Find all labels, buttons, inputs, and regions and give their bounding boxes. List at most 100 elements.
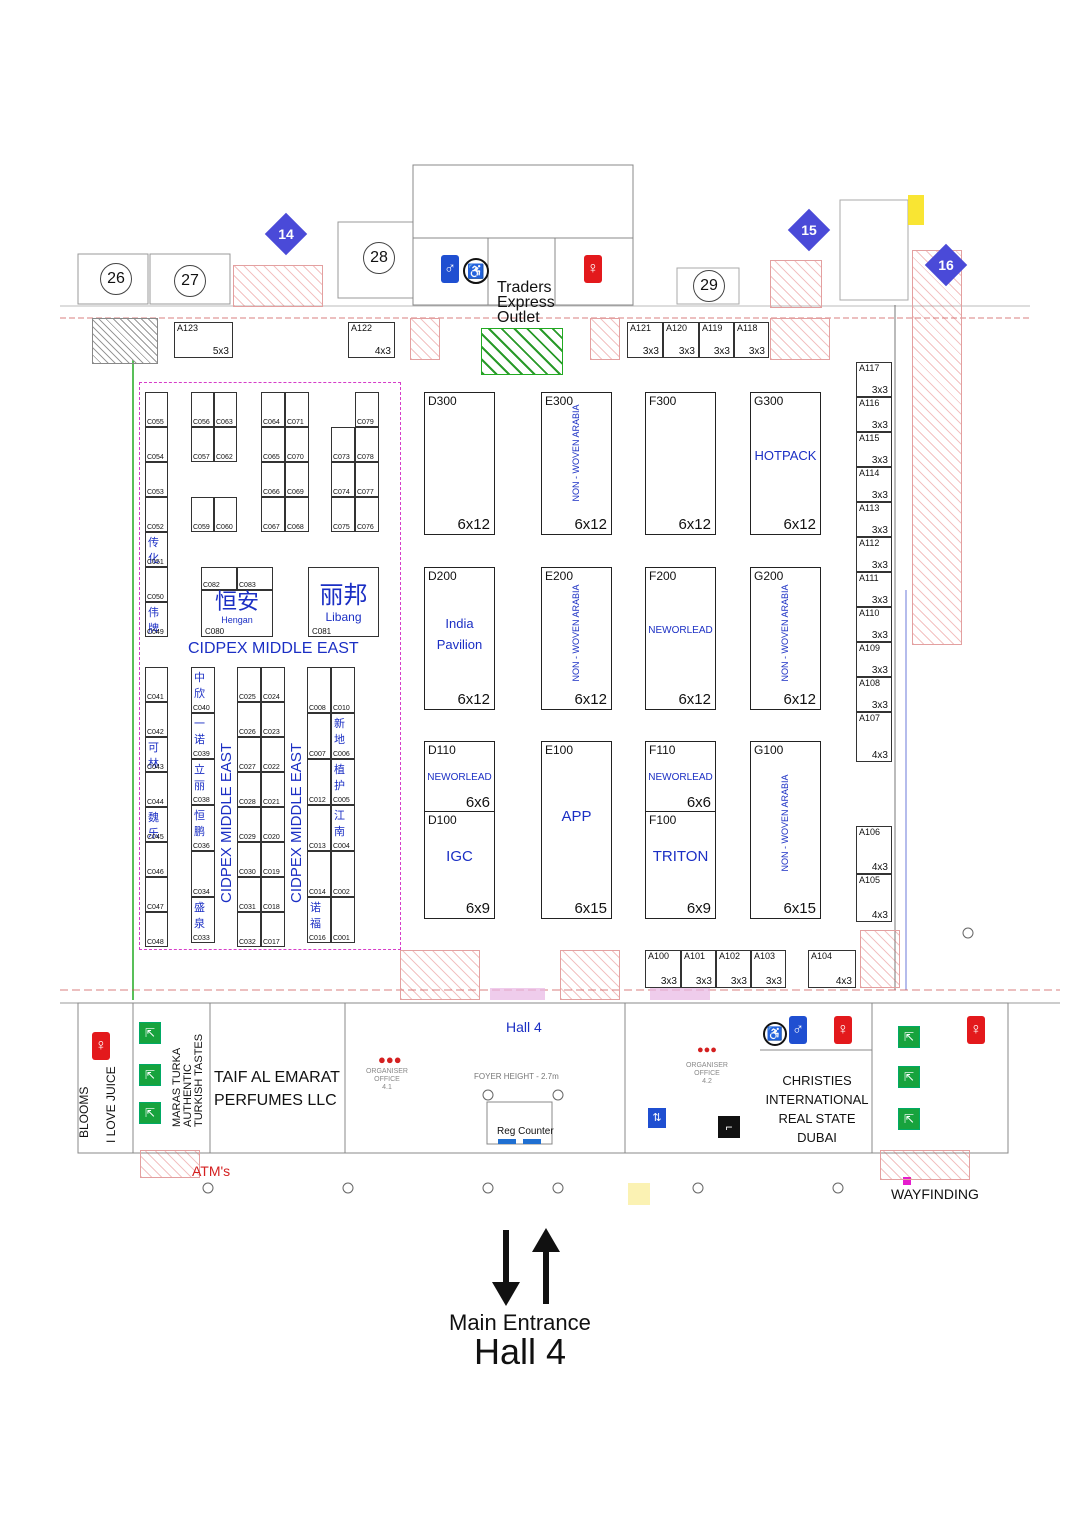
cidpex-booth-cell[interactable]: C071 — [285, 392, 309, 427]
cidpex-booth-cell[interactable]: C017 — [261, 912, 285, 947]
cidpex-booth-cell[interactable]: C013 — [307, 805, 331, 851]
cidpex-booth-cell[interactable]: C046 — [145, 842, 168, 877]
cidpex-booth-cell[interactable]: C007 — [307, 713, 331, 759]
cidpex-booth-cell[interactable]: C026 — [237, 702, 261, 737]
cidpex-booth-cell[interactable]: C044 — [145, 772, 168, 807]
cidpex-booth-cell[interactable]: C024 — [261, 667, 285, 702]
cidpex-booth-cell[interactable]: C054 — [145, 427, 168, 462]
cidpex-booth-cell[interactable]: C034 — [191, 851, 215, 897]
cidpex-booth-cell[interactable]: C021 — [261, 772, 285, 807]
cidpex-booth-cell[interactable]: C066 — [261, 462, 285, 497]
cidpex-booth-cell[interactable]: C068 — [285, 497, 309, 532]
cidpex-booth-cell[interactable]: C050 — [145, 567, 168, 602]
cidpex-booth-cell[interactable]: C082 — [201, 567, 237, 590]
cidpex-booth-cell[interactable]: C055 — [145, 392, 168, 427]
cidpex-pavilion[interactable] — [139, 382, 401, 950]
cidpex-booth-cell[interactable]: C078 — [355, 427, 379, 462]
hengan-booth[interactable]: 恒安 Hengan C080 — [201, 590, 273, 637]
cidpex-booth-cell[interactable]: C075 — [331, 497, 355, 532]
cidpex-booth-cell[interactable]: C073 — [331, 427, 355, 462]
cidpex-booth-cell[interactable]: C042 — [145, 702, 168, 737]
cidpex-booth-cell[interactable]: C047 — [145, 877, 168, 912]
cidpex-booth-cell[interactable]: C077 — [355, 462, 379, 497]
cidpex-booth-cell[interactable]: C067 — [261, 497, 285, 532]
cidpex-booth-cell[interactable]: C053 — [145, 462, 168, 497]
cidpex-booth-cell[interactable]: C070 — [285, 427, 309, 462]
cidpex-booth-cell[interactable]: C023 — [261, 702, 285, 737]
cidpex-booth-cell[interactable]: C008 — [307, 667, 331, 713]
cidpex-booth-cell[interactable]: C065 — [261, 427, 285, 462]
cidpex-booth-cell[interactable]: C031 — [237, 877, 261, 912]
cidpex-booth-cell[interactable]: C059 — [191, 497, 214, 532]
cidpex-booth-cell[interactable]: C076 — [355, 497, 379, 532]
cidpex-booth-cell[interactable]: C074 — [331, 462, 355, 497]
cidpex-booth-cell[interactable]: C064 — [261, 392, 285, 427]
cidpex-booth-cell[interactable]: C025 — [237, 667, 261, 702]
cidpex-booth-cell[interactable]: C079 — [355, 392, 379, 427]
cidpex-booth-cell[interactable]: C069 — [285, 462, 309, 497]
cidpex-booth-cell[interactable]: C041 — [145, 667, 168, 702]
cidpex-booth-cell[interactable]: C010 — [331, 667, 355, 713]
cidpex-booth-cell[interactable]: C062 — [214, 427, 237, 462]
cidpex-booth-cell[interactable]: C022 — [261, 737, 285, 772]
cidpex-booth-cell[interactable]: C032 — [237, 912, 261, 947]
cidpex-booth-cell[interactable]: C063 — [214, 392, 237, 427]
cidpex-booth-cell[interactable]: C018 — [261, 877, 285, 912]
cidpex-booth-cell[interactable]: C002 — [331, 851, 355, 897]
cidpex-booth-cell[interactable]: C029 — [237, 807, 261, 842]
cidpex-booth-cell[interactable]: C052 — [145, 497, 168, 532]
cidpex-booth-cell[interactable]: C020 — [261, 807, 285, 842]
cidpex-booth-cell[interactable]: C048 — [145, 912, 168, 947]
cidpex-booth-cell[interactable]: C001 — [331, 897, 355, 943]
cidpex-booth-cell[interactable]: C027 — [237, 737, 261, 772]
cidpex-booth-cell[interactable]: C014 — [307, 851, 331, 897]
cidpex-booth-cell[interactable]: C060 — [214, 497, 237, 532]
cidpex-booth-cell[interactable]: C083 — [237, 567, 273, 590]
cidpex-booth-cell[interactable]: C028 — [237, 772, 261, 807]
